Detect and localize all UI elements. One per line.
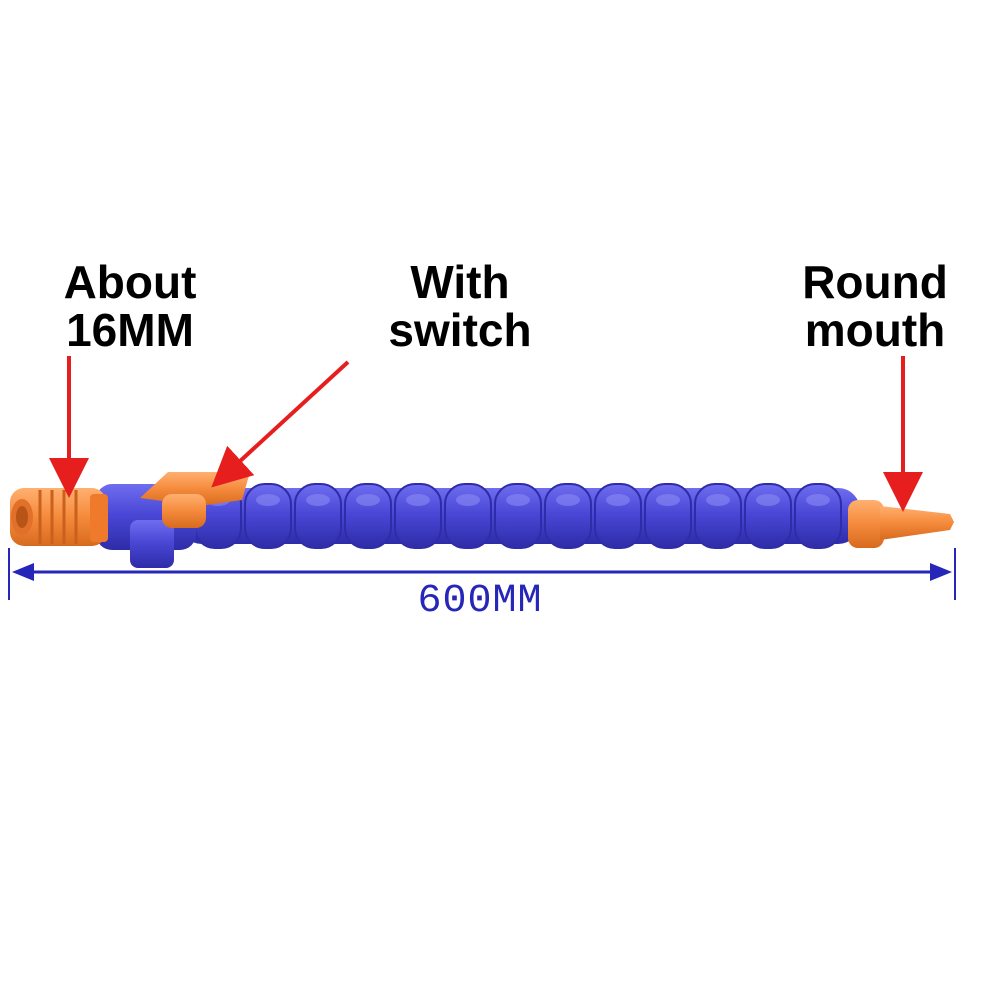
- hose-segment: [694, 483, 742, 549]
- hose-segment: [644, 483, 692, 549]
- callout-line: mouth: [804, 304, 946, 356]
- callout-line: About: [63, 256, 197, 308]
- inlet-size-callout: About 16MM: [40, 258, 220, 354]
- callout-line: 16MM: [66, 304, 194, 356]
- callout-arrows: [49, 356, 923, 512]
- callout-line: switch: [388, 304, 532, 356]
- hose-segment: [744, 483, 792, 549]
- hose-segment: [494, 483, 542, 549]
- switch-arrow: [211, 360, 350, 488]
- length-dimension-label: 600MM: [417, 579, 543, 624]
- callout-line: Round: [802, 256, 948, 308]
- hose-segment: [394, 483, 442, 549]
- hose-segment: [794, 483, 842, 549]
- callout-line: With: [410, 256, 510, 308]
- hose-segment: [544, 483, 592, 549]
- threaded-inlet-icon: [10, 488, 108, 546]
- switch-callout: With switch: [360, 258, 560, 354]
- hose-segment: [294, 483, 342, 549]
- outlet-callout: Round mouth: [780, 258, 970, 354]
- hose-body: [180, 483, 860, 549]
- hose-segment: [594, 483, 642, 549]
- hose-segment: [244, 483, 292, 549]
- hose-segment: [444, 483, 492, 549]
- round-nozzle-icon: [848, 500, 954, 548]
- hose-segment: [344, 483, 392, 549]
- dimension-line: [8, 548, 956, 600]
